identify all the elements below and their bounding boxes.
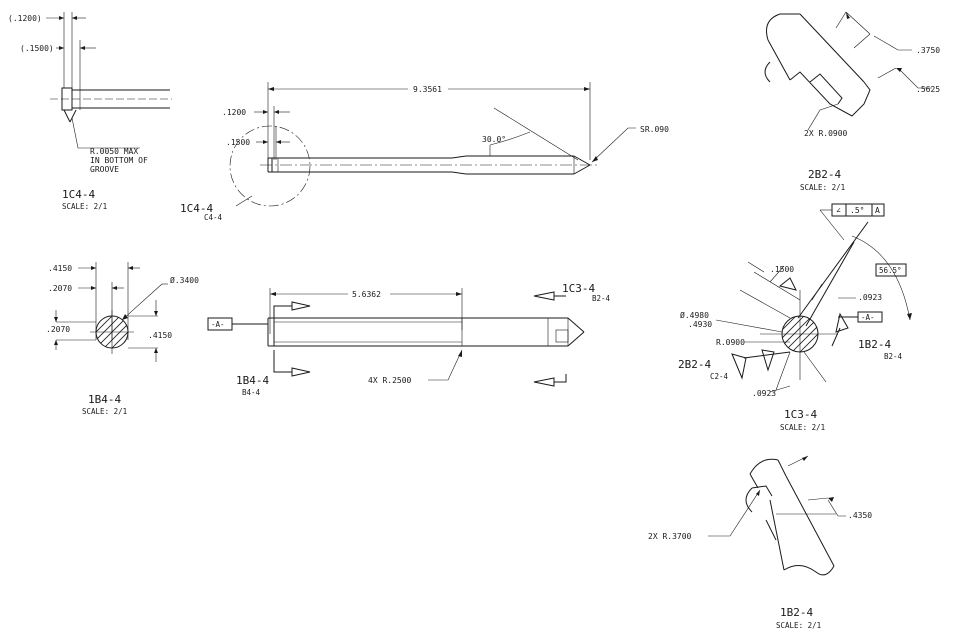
- detail-scale: SCALE: 2/1: [82, 407, 127, 416]
- dim-length: 5.6362: [352, 290, 381, 299]
- datum-label: -A-: [211, 320, 225, 329]
- dim-4350: .4350: [848, 511, 872, 520]
- radius-note: 2X R.0900: [804, 129, 848, 138]
- angle-label: 30.0°: [482, 135, 506, 144]
- section-1c3-sheet: B2-4: [592, 294, 611, 303]
- radius-note: 2X R.3700: [648, 532, 692, 541]
- detail-scale: SCALE: 2/1: [62, 202, 107, 211]
- radius: R.0900: [716, 338, 745, 347]
- note-line-1: R.0050 MAX: [90, 147, 138, 156]
- dim-groove-2: .1500: [226, 138, 250, 147]
- note-line-2: IN BOTTOM OF: [90, 156, 148, 165]
- dim-5625: .5625: [916, 85, 940, 94]
- detail-2b2-top: .3750 .5625 2X R.0900 2B2-4 SCALE: 2/1: [764, 11, 940, 192]
- detail-scale: SCALE: 2/1: [780, 423, 825, 432]
- callout-2b2-sheet: C2-4: [710, 372, 729, 381]
- dim-3750: .3750: [916, 46, 940, 55]
- callout-sheet: C4-4: [204, 213, 223, 222]
- tolerance-value: .5°: [850, 206, 864, 215]
- dim-4150-right: .4150: [148, 331, 172, 340]
- dim-0923-upper: .0923: [858, 293, 882, 302]
- detail-scale: SCALE: 2/1: [800, 183, 845, 192]
- callout-1b2: 1B2-4: [858, 338, 891, 351]
- callout-title: 1C4-4: [180, 202, 213, 215]
- diameter: Ø.3400: [170, 275, 199, 285]
- detail-title: 1C3-4: [784, 408, 817, 421]
- dim-1200-paren: (.1200): [8, 14, 42, 23]
- section-1b4-sheet: B4-4: [242, 388, 261, 397]
- lower-view: 5.6362 -A- 1B4-4 B4-4 1C3-4 B2-4 4X: [207, 282, 611, 397]
- callout-2b2: 2B2-4: [678, 358, 711, 371]
- dim-1500-paren: (.1500): [20, 44, 54, 53]
- tip-radius: SR.090: [640, 125, 669, 134]
- main-view: 9.3561 .1200 .1500 30.0°: [180, 82, 669, 222]
- detail-title: 1C4-4: [62, 188, 95, 201]
- section-1c3-title: 1C3-4: [562, 282, 595, 295]
- dim-2070-top: .2070: [48, 284, 72, 293]
- radius-note: 4X R.2500: [368, 376, 412, 385]
- section-1b4-title: 1B4-4: [236, 374, 269, 387]
- dim-groove-1: .1200: [222, 108, 246, 117]
- dim-0923-lower: .0923: [752, 389, 776, 398]
- tolerance-datum: A: [875, 206, 880, 215]
- dim-2070-left: .2070: [46, 325, 70, 334]
- detail-title: 2B2-4: [808, 168, 841, 181]
- dia-upper: Ø.4980: [680, 310, 709, 320]
- detail-1b2: .4350 2X R.3700 1B2-4 SCALE: 2/1: [648, 455, 872, 630]
- detail-title: 1B2-4: [780, 606, 813, 619]
- detail-1b4: .4150 .2070 .2070 .4150: [46, 262, 199, 416]
- note-line-3: GROOVE: [90, 165, 119, 174]
- callout-1b2-sheet: B2-4: [884, 352, 903, 361]
- dim-4150-top: .4150: [48, 264, 72, 273]
- dim-overall: 9.3561: [413, 85, 442, 94]
- dim-1500: .1500: [770, 265, 794, 274]
- detail-1c3: ∠ .5° A 56.5° .1500: [678, 203, 912, 432]
- angle-label: 56.5°: [879, 266, 902, 275]
- detail-scale: SCALE: 2/1: [776, 621, 821, 630]
- tolerance-symbol: ∠: [836, 206, 841, 215]
- dia-lower: .4930: [688, 320, 712, 329]
- datum-label: -A-: [861, 313, 875, 322]
- detail-1c4-small: (.1200) (.1500) R.0050 MAX IN BOTTOM OF …: [8, 12, 172, 211]
- detail-title: 1B4-4: [88, 393, 121, 406]
